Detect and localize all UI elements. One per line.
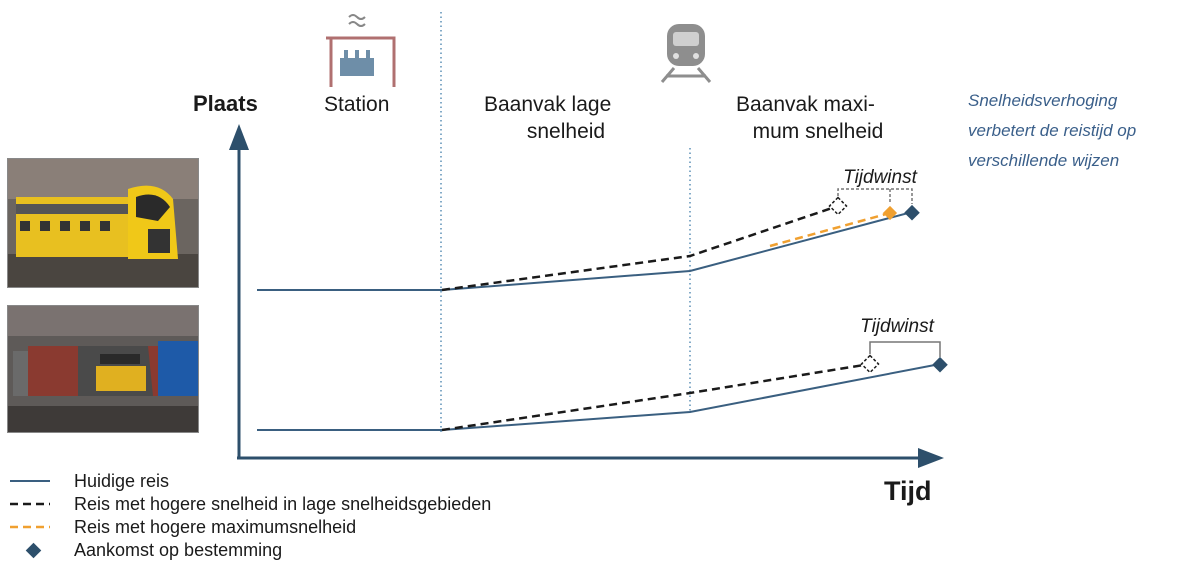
scenario-bottom: Tijdwinst	[257, 316, 948, 432]
time-gain-label-bottom: Tijdwinst	[860, 316, 934, 337]
zone-label-max-2: mum snelheid	[753, 120, 884, 143]
explanatory-note: Snelheidsverhoging verbetert de reistijd…	[968, 86, 1198, 176]
time-gain-bracket	[869, 341, 941, 357]
time-gain-bracket	[837, 188, 913, 204]
current-journey-line	[257, 363, 941, 431]
x-axis-arrow-icon	[918, 448, 944, 468]
zone-label-max-1: Baanvak maxi-	[736, 93, 875, 116]
y-axis-label: Plaats	[193, 91, 258, 116]
orange-dashed-line-icon	[10, 525, 50, 529]
arrival-higher-max-marker	[882, 205, 898, 221]
arrival-alt-marker	[828, 196, 848, 216]
legend-label: Huidige reis	[74, 471, 170, 491]
zone-label-station: Station	[324, 93, 389, 116]
arrival-alt-marker	[860, 354, 880, 374]
arrival-current-marker	[904, 204, 920, 221]
zone-label-low-1: Baanvak lage	[484, 93, 611, 116]
scenario-top: Tijdwinst	[257, 167, 920, 292]
legend-label: Reis met hogere snelheid in lage snelhei…	[74, 494, 492, 514]
train-front-icon	[660, 24, 712, 83]
zone-label-low-2: snelheid	[527, 120, 605, 143]
low-speed-faster-line	[441, 204, 839, 292]
train-photo-top	[7, 158, 199, 288]
note-line-1: Snelheidsverhoging	[968, 91, 1118, 110]
y-axis-arrow-icon	[229, 124, 249, 150]
arrival-current-marker	[932, 356, 948, 373]
x-axis-label: Tijd	[884, 476, 932, 506]
diamond-icon	[25, 542, 42, 559]
solid-line-icon	[10, 480, 50, 482]
current-journey-line	[257, 211, 913, 291]
station-icon	[326, 14, 396, 87]
low-speed-faster-line	[441, 362, 871, 432]
black-dashed-line-icon	[10, 502, 50, 506]
note-line-2: verbetert de reistijd op	[968, 121, 1137, 140]
legend-label: Aankomst op bestemming	[74, 540, 283, 560]
time-gain-label-top: Tijdwinst	[843, 167, 917, 188]
note-line-3: verschillende wijzen	[968, 151, 1120, 170]
higher-max-line	[769, 211, 891, 248]
train-photo-bottom	[7, 305, 199, 433]
legend-label: Reis met hogere maximumsnelheid	[74, 517, 357, 537]
